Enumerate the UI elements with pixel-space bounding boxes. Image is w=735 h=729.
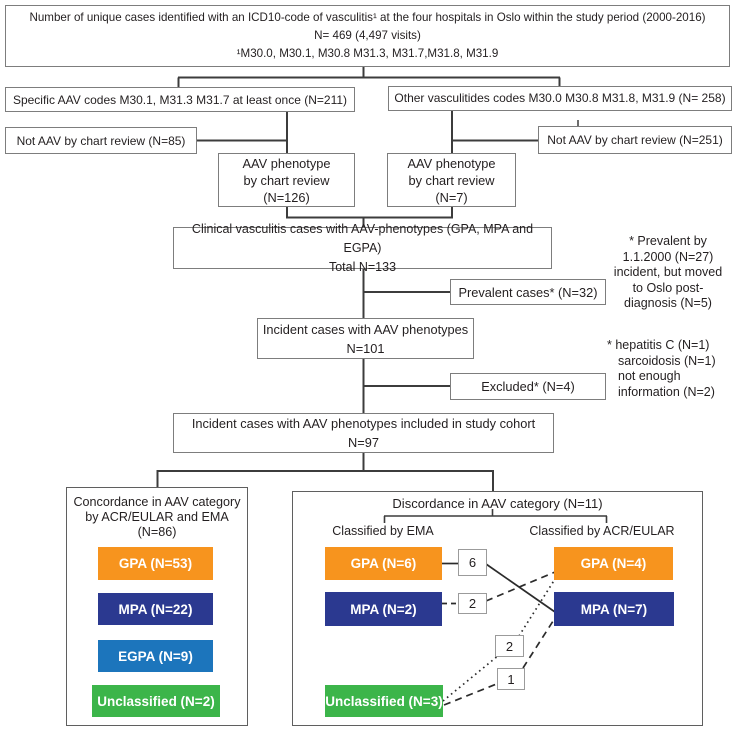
discordance-panel <box>292 491 703 726</box>
clinical-line1: Clinical vasculitis cases with AAV-pheno… <box>191 221 534 255</box>
count-box-uncl-to-mpa: 1 <box>497 668 525 690</box>
specific-aav-codes-label: Specific AAV codes M30.1, M31.3 M31.7 at… <box>12 92 348 107</box>
pheno-left-line1: AAV phenotype <box>242 155 331 171</box>
not-aav-left-label: Not AAV by chart review (N=85) <box>16 133 186 148</box>
other-vasculitides-box: Other vasculitides codes M30.0 M30.8 M31… <box>388 85 732 111</box>
concordance-title: Concordance in AAV category by ACR/EULAR… <box>73 495 241 539</box>
acr-mpa-box: MPA (N=7) <box>554 592 674 626</box>
discordance-bracket <box>383 509 608 523</box>
concordance-unclassified-box: Unclassified (N=2) <box>92 685 220 717</box>
prevalent-cases-box: Prevalent cases* (N=32) <box>450 279 606 305</box>
incident-97-line2: N=97 <box>348 435 379 450</box>
incident-97-line1: Incident cases with AAV phenotypes inclu… <box>191 416 536 431</box>
pheno-right-line1: AAV phenotype <box>407 155 496 171</box>
not-aav-right-label: Not AAV by chart review (N=251) <box>547 133 723 147</box>
clinical-cases-box: Clinical vasculitis cases with AAV-pheno… <box>173 222 552 274</box>
aav-phenotype-left-box: AAV phenotype by chart review (N=126) <box>218 153 355 207</box>
ema-unclassified-box: Unclassified (N=3) <box>325 685 443 717</box>
excluded-box: Excluded* (N=4) <box>450 373 606 400</box>
concordance-panel <box>66 487 248 726</box>
classified-by-acr-header: Classified by ACR/EULAR <box>529 524 675 538</box>
pheno-right-line2: by chart review <box>408 172 495 188</box>
pheno-right-line3: (N=7) <box>435 189 468 205</box>
other-vasculitides-label: Other vasculitides codes M30.0 M30.8 M31… <box>394 91 726 105</box>
ema-mpa-box: MPA (N=2) <box>325 592 442 626</box>
concordance-mpa-box: MPA (N=22) <box>98 593 213 625</box>
not-aav-right-box: Not AAV by chart review (N=251) <box>538 126 732 154</box>
total-cases-line3: ¹M30.0, M30.1, M30.8 M31.3, M31.7,M31.8,… <box>236 47 499 60</box>
incident-101-line2: N=101 <box>346 340 385 356</box>
acr-gpa-box: GPA (N=4) <box>554 547 673 580</box>
prevalent-note: * Prevalent by 1.1.2000 (N=27) incident,… <box>613 234 723 310</box>
count-box-uncl-to-gpa: 2 <box>495 635 524 657</box>
concordance-gpa-box: GPA (N=53) <box>98 547 213 580</box>
total-cases-line2: N= 469 (4,497 visits) <box>314 29 421 42</box>
aav-phenotype-right-box: AAV phenotype by chart review (N=7) <box>387 153 516 207</box>
concordance-egpa-box: EGPA (N=9) <box>98 640 213 672</box>
clinical-line2: Total N=133 <box>328 259 397 274</box>
discordance-title: Discordance in AAV category (N=11) <box>392 496 603 511</box>
discordance-links <box>442 562 556 706</box>
pheno-left-line3: (N=126) <box>263 189 310 205</box>
prevalent-cases-label: Prevalent cases* (N=32) <box>458 284 598 300</box>
count-box-mpa-to-gpa: 2 <box>458 593 487 614</box>
excluded-note: * hepatitis C (N=1) sarcoidosis (N=1) no… <box>607 338 716 399</box>
excluded-label: Excluded* (N=4) <box>481 379 575 394</box>
incident-101-box: Incident cases with AAV phenotypes N=101 <box>257 318 474 359</box>
classified-by-ema-header: Classified by EMA <box>332 524 434 538</box>
count-box-gpa-to-mpa: 6 <box>458 549 487 576</box>
incident-101-line1: Incident cases with AAV phenotypes <box>262 321 469 337</box>
pheno-left-line2: by chart review <box>243 172 330 188</box>
total-cases-box: Number of unique cases identified with a… <box>5 5 730 67</box>
specific-aav-codes-box: Specific AAV codes M30.1, M31.3 M31.7 at… <box>5 87 355 112</box>
total-cases-line1: Number of unique cases identified with a… <box>29 11 706 24</box>
incident-97-box: Incident cases with AAV phenotypes inclu… <box>173 413 554 453</box>
not-aav-left-box: Not AAV by chart review (N=85) <box>5 127 197 154</box>
ema-gpa-box: GPA (N=6) <box>325 547 442 580</box>
